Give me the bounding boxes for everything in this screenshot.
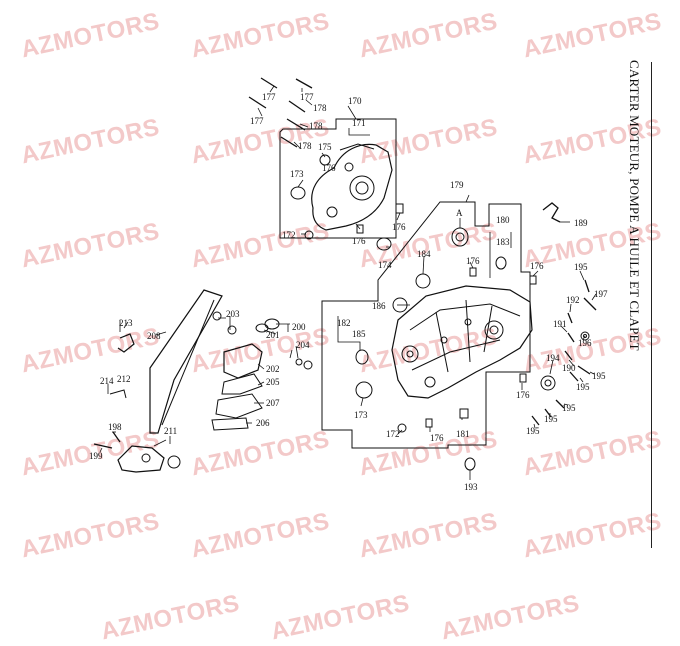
part-label: 193 [464, 482, 478, 492]
part-label: 200 [292, 322, 306, 332]
diagram-title: CARTER MOTEUR, POMPE A HUILE ET CLAPET [627, 60, 642, 351]
seal-part [540, 375, 556, 391]
exploded-diagram: 170 171 173 175 176 172 176 174 176 177 … [89, 77, 608, 492]
engine-cover-part [311, 143, 393, 231]
bearing-part [415, 273, 431, 289]
part-label: 203 [226, 309, 240, 319]
part-label: 191 [553, 319, 567, 329]
part-label: 182 [337, 318, 351, 328]
part-label: 189 [574, 218, 588, 228]
part-label: 184 [417, 249, 431, 259]
part-label: 208 [147, 331, 161, 341]
gasket-part [149, 289, 223, 434]
part-labels: 170 171 173 175 176 172 176 174 176 177 … [89, 92, 608, 492]
part-label: 176 [430, 433, 444, 443]
part-label: 202 [266, 364, 280, 374]
part-label: 177 [250, 116, 264, 126]
seal-part [451, 227, 469, 247]
part-label: 172 [282, 230, 296, 240]
part-label: 171 [352, 118, 366, 128]
part-label: 196 [578, 338, 592, 348]
group-outline-cover [279, 118, 397, 239]
part-label: 194 [546, 353, 560, 363]
part-label: 201 [266, 330, 280, 340]
part-label: 195 [592, 371, 606, 381]
part-label: 173 [290, 169, 304, 179]
part-label: 206 [256, 418, 270, 428]
plug-part [464, 457, 476, 471]
part-label: 178 [309, 121, 323, 131]
valve-body-part [223, 343, 263, 379]
part-label: 183 [496, 237, 510, 247]
part-label: 197 [594, 289, 608, 299]
dipstick-part [542, 202, 561, 223]
bearing-part [290, 186, 306, 200]
part-label: 170 [348, 96, 362, 106]
diagram-canvas: AZMOTORS AZMOTORS AZMOTORS AZMOTORS AZMO… [19, 8, 664, 646]
part-label: 195 [574, 262, 588, 272]
part-label: 195 [544, 414, 558, 424]
part-label: 195 [526, 426, 540, 436]
part-label: 190 [562, 363, 576, 373]
part-label: 176 [516, 390, 530, 400]
part-label: 176 [466, 256, 480, 266]
part-label: 181 [456, 429, 470, 439]
reed-part [215, 393, 263, 419]
part-label: 195 [576, 382, 590, 392]
part-label: 180 [496, 215, 510, 225]
part-label: A [456, 208, 463, 218]
leader-lines [99, 85, 597, 480]
small-bolts [531, 279, 597, 426]
crankcase-part [391, 285, 533, 399]
part-label: 199 [89, 451, 103, 461]
pipe-part [117, 333, 135, 353]
part-label: 211 [164, 426, 177, 436]
cover-bore [349, 175, 375, 201]
part-label: 174 [378, 260, 392, 270]
pump-part [117, 445, 165, 473]
part-label: 179 [450, 180, 464, 190]
part-label: 176 [352, 236, 366, 246]
part-label: 177 [300, 92, 314, 102]
part-label: 213 [119, 318, 133, 328]
part-label: 204 [296, 340, 310, 350]
part-label: 186 [372, 301, 386, 311]
part-label: 173 [354, 410, 368, 420]
group-outline-crankcase [321, 201, 531, 449]
part-label: 172 [386, 429, 400, 439]
part-label: 175 [318, 142, 332, 152]
part-label: 192 [566, 295, 580, 305]
part-label: 176 [322, 163, 336, 173]
part-label: 176 [530, 261, 544, 271]
bearing-part [376, 237, 392, 251]
part-label: 195 [562, 403, 576, 413]
part-label: 178 [298, 141, 312, 151]
part-label: 185 [352, 329, 366, 339]
part-label: 207 [266, 398, 280, 408]
part-label: 176 [392, 222, 406, 232]
part-label: 178 [313, 103, 327, 113]
part-label: 177 [262, 92, 276, 102]
part-label: 198 [108, 422, 122, 432]
valve-plate-part [221, 373, 263, 395]
part-label: 212 [117, 374, 131, 384]
part-label: 214 [100, 376, 114, 386]
bolt-group [248, 77, 313, 148]
title-divider [651, 62, 652, 548]
part-label: 205 [266, 377, 280, 387]
